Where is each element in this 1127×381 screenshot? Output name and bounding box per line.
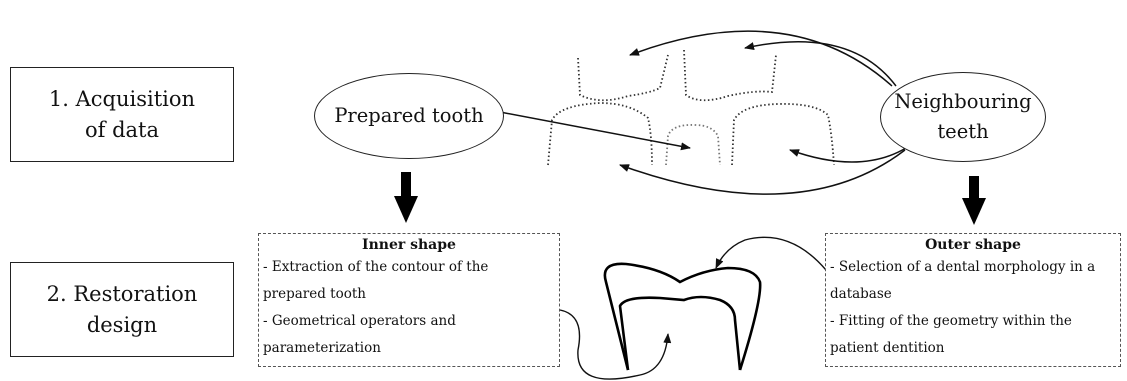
outer-shape-title: Outer shape	[826, 236, 1120, 254]
inner-shape-line: - Extraction of the contour of the	[259, 254, 559, 281]
outer-shape-line: - Selection of a dental morphology in a	[826, 254, 1120, 281]
down-arrow-right	[962, 176, 986, 225]
lower-teeth-sketch	[548, 103, 834, 165]
neighbouring-teeth-line1: Neighbouring	[894, 87, 1031, 117]
neighbouring-teeth-line2: teeth	[894, 117, 1031, 147]
upper-teeth-sketch	[578, 50, 776, 100]
down-arrow-left	[394, 172, 418, 223]
outer-shape-line: database	[826, 281, 1120, 308]
outer-shape-box: Outer shape - Selection of a dental morp…	[825, 233, 1121, 367]
inner-shape-title: Inner shape	[259, 236, 559, 254]
inner-shape-line: parameterization	[259, 335, 559, 362]
inner-shape-line: - Geometrical operators and	[259, 308, 559, 335]
prepared-tooth-node: Prepared tooth	[314, 73, 504, 159]
inner-shape-line: prepared tooth	[259, 281, 559, 308]
inner-shape-arrow	[560, 310, 668, 379]
neighbouring-teeth-node: Neighbouring teeth	[880, 72, 1046, 162]
restoration-tooth-shape	[605, 264, 760, 370]
prepared-tooth-label: Prepared tooth	[334, 101, 483, 131]
outer-shape-line: - Fitting of the geometry within the	[826, 308, 1120, 335]
outer-shape-line: patient dentition	[826, 335, 1120, 362]
neighbour-arrows	[620, 31, 906, 194]
inner-shape-box: Inner shape - Extraction of the contour …	[258, 233, 560, 367]
prepared-tooth-arrow	[500, 112, 690, 148]
outer-shape-arrow	[716, 237, 826, 270]
